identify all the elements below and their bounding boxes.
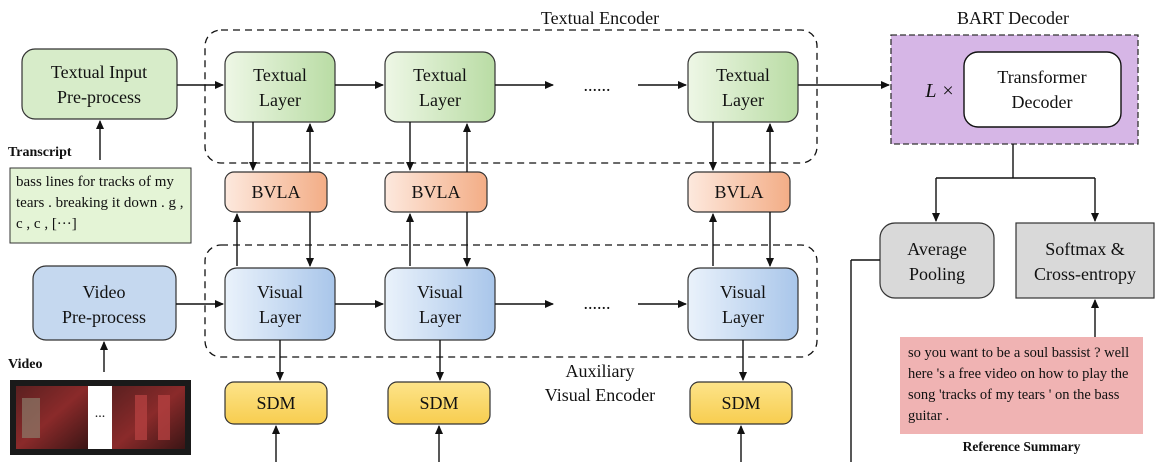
transcript-text: bass lines for tracks of my tears . brea…: [16, 174, 184, 232]
visual-layer-2-line1: Visual: [417, 282, 463, 302]
textual-input-line2: Pre-process: [57, 87, 141, 107]
visual-layer-3-line1: Visual: [720, 282, 766, 302]
transcript-box: [9, 167, 192, 244]
sdm-3: SDM: [689, 381, 793, 425]
visual-layer-2: Visual Layer: [384, 267, 496, 341]
bvla-3: BVLA: [687, 171, 791, 213]
video-input-line2: Pre-process: [62, 307, 146, 327]
textual-encoder-title: Textual Encoder: [541, 8, 659, 28]
visual-layer-1-line1: Visual: [257, 282, 303, 302]
textual-layer-1-line1: Textual: [253, 65, 307, 85]
visual-layer-2-line2: Layer: [419, 307, 461, 327]
visual-encoder-title-line1: Auxiliary: [566, 361, 635, 381]
transcript-label: Transcript: [8, 145, 72, 160]
bart-decoder-title: BART Decoder: [957, 8, 1069, 28]
bvla-2-label: BVLA: [412, 182, 461, 202]
textual-ellipsis: ......: [584, 75, 611, 95]
connections: [96, 81, 1099, 462]
transformer-decoder-line2: Decoder: [1012, 92, 1073, 112]
textual-layer-3-line1: Textual: [716, 65, 770, 85]
textual-layer-1: Textual Layer: [224, 51, 336, 123]
textual-input-line1: Textual Input: [51, 62, 147, 82]
textual-layer-2-line2: Layer: [419, 90, 461, 110]
textual-layer-2-line1: Textual: [413, 65, 467, 85]
reference-summary-box: [900, 337, 1143, 434]
textual-input-preprocess-box: [21, 48, 178, 120]
reference-summary-label: Reference Summary: [962, 439, 1081, 454]
video-preprocess-box: [32, 265, 177, 341]
average-pooling-line2: Pooling: [909, 264, 965, 284]
textual-layer-2: Textual Layer: [384, 51, 496, 123]
sdm-2-label: SDM: [419, 393, 458, 413]
bart-decoder-multiplier: L ×: [924, 80, 954, 102]
bvla-1: BVLA: [224, 171, 328, 213]
textual-layer-1-line2: Layer: [259, 90, 301, 110]
visual-layer-1: Visual Layer: [224, 267, 336, 341]
video-input-line1: Video: [83, 282, 126, 302]
bvla-2: BVLA: [384, 171, 488, 213]
sdm-2: SDM: [387, 381, 491, 425]
video-filmstrip: ...: [10, 380, 191, 455]
softmax-box: [1015, 222, 1155, 299]
visual-encoder-title-line2: Visual Encoder: [545, 385, 655, 405]
average-pooling-line1: Average: [907, 239, 967, 259]
visual-layer-3: Visual Layer: [687, 267, 799, 341]
transformer-decoder-line1: Transformer: [997, 67, 1086, 87]
visual-ellipsis: ......: [584, 293, 611, 313]
textual-layer-3-line2: Layer: [722, 90, 764, 110]
transformer-decoder-box: [963, 51, 1122, 128]
sdm-3-label: SDM: [721, 393, 760, 413]
video-label: Video: [8, 357, 43, 372]
softmax-line1: Softmax &: [1045, 239, 1125, 259]
bvla-3-label: BVLA: [715, 182, 764, 202]
average-pooling-box: [879, 222, 995, 299]
bvla-1-label: BVLA: [252, 182, 301, 202]
reference-summary-text: so you want to be a soul bassist ? well …: [908, 345, 1130, 424]
visual-encoder-box: [204, 244, 818, 358]
textual-layer-3: Textual Layer: [687, 51, 799, 123]
textual-encoder-box: [204, 29, 818, 164]
visual-layer-3-line2: Layer: [722, 307, 764, 327]
visual-layer-1-line2: Layer: [259, 307, 301, 327]
softmax-line2: Cross-entropy: [1034, 264, 1136, 284]
sdm-1-label: SDM: [256, 393, 295, 413]
video-ellipsis: ...: [95, 406, 106, 421]
sdm-1: SDM: [224, 381, 328, 425]
